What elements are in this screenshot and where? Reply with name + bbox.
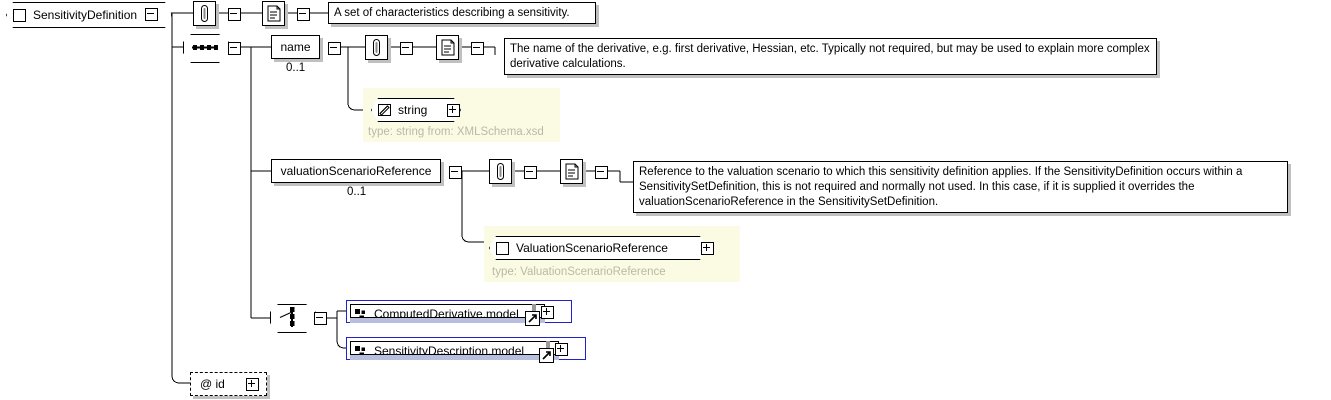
- element-name-label: name: [280, 40, 311, 54]
- scroll-icon: [565, 163, 579, 180]
- type-box-string-expander[interactable]: [447, 104, 460, 117]
- annotation-icon-name[interactable]: [365, 35, 388, 60]
- documentation-expander-name[interactable]: [471, 42, 484, 55]
- choice-expander[interactable]: [314, 312, 327, 325]
- type-box-string[interactable]: string: [371, 98, 443, 120]
- element-valuationscenarioreference-label: valuationScenarioReference: [280, 164, 432, 178]
- arrow-glyph: [542, 351, 551, 360]
- annotation-expander-root[interactable]: [228, 8, 241, 21]
- documentation-text-root: A set of characteristics describing a se…: [328, 2, 596, 24]
- documentation-icon-root[interactable]: [262, 1, 285, 26]
- root-element-label: SensitivityDefinition: [33, 8, 138, 22]
- documentation-icon-vsr[interactable]: [560, 159, 583, 184]
- element-name-expander[interactable]: [328, 42, 341, 55]
- attribute-id[interactable]: @ id: [190, 372, 267, 396]
- element-icon: [496, 242, 509, 255]
- paperclip-icon: [497, 163, 504, 180]
- choice-compositor-icon: [279, 307, 295, 327]
- documentation-icon-name[interactable]: [436, 35, 459, 60]
- element-valuationscenarioreference-expander[interactable]: [449, 166, 462, 179]
- model-group-computedderivative[interactable]: ComputedDerivative.model: [346, 300, 572, 323]
- annotation-expander-name[interactable]: [400, 42, 413, 55]
- type-box-valuationscenarioreference-expander[interactable]: [701, 242, 714, 255]
- annotation-expander-vsr[interactable]: [524, 166, 537, 179]
- attribute-id-expander[interactable]: [246, 378, 259, 391]
- root-expander[interactable]: [145, 8, 158, 21]
- paperclip-icon: [373, 39, 380, 56]
- element-valuationscenarioreference-cardinality: 0..1: [347, 186, 367, 198]
- sequence-expander[interactable]: [228, 42, 241, 55]
- paperclip-icon: [201, 5, 208, 22]
- type-box-valuationscenarioreference-label: ValuationScenarioReference: [516, 241, 668, 255]
- root-element-sensitivitydefinition[interactable]: SensitivityDefinition: [6, 2, 154, 26]
- documentation-text-name: The name of the derivative, e.g. first d…: [504, 38, 1157, 75]
- type-note-string: type: string from: XMLSchema.xsd: [368, 126, 544, 138]
- jump-arrow-icon-computedderivative[interactable]: [525, 311, 540, 326]
- model-group-computedderivative-expander[interactable]: [541, 306, 554, 319]
- type-box-string-label: string: [398, 103, 428, 117]
- element-name-cardinality: 0..1: [286, 62, 306, 74]
- type-box-valuationscenarioreference[interactable]: ValuationScenarioReference: [489, 236, 689, 258]
- model-group-sensitivitydescription-expander[interactable]: [555, 343, 568, 356]
- type-note-valuationscenarioreference: type: ValuationScenarioReference: [492, 266, 666, 278]
- scroll-icon: [267, 5, 281, 22]
- attribute-id-label: @ id: [200, 377, 225, 391]
- sequence-compositor[interactable]: [183, 34, 229, 63]
- sequence-compositor-icon: [192, 45, 218, 50]
- jump-arrow-icon-sensitivitydescription[interactable]: [539, 348, 554, 363]
- scroll-icon: [441, 39, 455, 56]
- annotation-icon-root[interactable]: [193, 1, 216, 26]
- arrow-glyph: [528, 314, 537, 323]
- choice-compositor[interactable]: [270, 304, 316, 333]
- element-name[interactable]: name: [271, 35, 320, 59]
- documentation-expander-vsr[interactable]: [595, 166, 608, 179]
- documentation-text-vsr: Reference to the valuation scenario to w…: [633, 161, 1288, 213]
- simple-type-icon: [378, 104, 391, 116]
- model-group-sensitivitydescription[interactable]: SensitivityDescription.model: [346, 337, 586, 360]
- element-valuationscenarioreference[interactable]: valuationScenarioReference: [271, 159, 441, 183]
- annotation-icon-vsr[interactable]: [489, 159, 512, 184]
- element-icon: [13, 9, 26, 22]
- documentation-expander-root[interactable]: [297, 8, 310, 21]
